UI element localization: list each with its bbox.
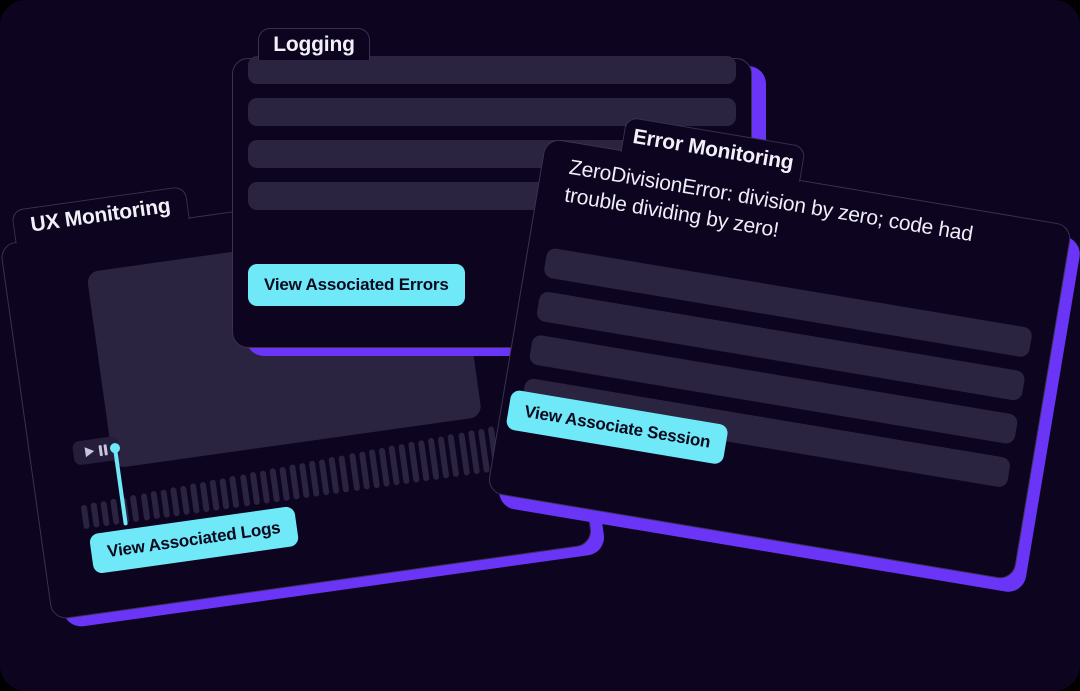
waveform-bar xyxy=(269,467,280,503)
waveform-bar xyxy=(358,451,370,490)
play-icon[interactable] xyxy=(84,446,95,458)
waveform-bar xyxy=(100,500,110,527)
logging-tab-label: Logging xyxy=(273,32,355,56)
waveform-bar xyxy=(318,458,330,496)
waveform-bar xyxy=(169,486,180,517)
waveform-bar xyxy=(338,455,350,493)
waveform-bar xyxy=(259,470,270,504)
waveform-bar xyxy=(239,474,250,507)
waveform-bar xyxy=(130,494,140,523)
waveform-bar xyxy=(408,441,420,483)
waveform-bar xyxy=(388,445,400,486)
waveform-bar xyxy=(160,489,170,518)
waveform-bar xyxy=(209,479,220,511)
waveform-bar xyxy=(219,477,230,510)
waveform-bar xyxy=(447,433,460,478)
waveform-bar xyxy=(249,471,260,506)
waveform-bar xyxy=(348,452,360,492)
waveform-bar xyxy=(418,439,430,482)
waveform-bar xyxy=(328,456,340,495)
waveform-bar xyxy=(90,502,100,528)
pause-icon[interactable] xyxy=(98,443,109,456)
logging-tab[interactable]: Logging xyxy=(258,28,370,60)
waveform-bar xyxy=(199,481,210,513)
waveform-bar xyxy=(457,432,470,476)
waveform-bar xyxy=(179,485,190,516)
view-associated-errors-button[interactable]: View Associated Errors xyxy=(248,264,465,306)
waveform-bar xyxy=(289,464,300,500)
waveform-bar xyxy=(150,490,160,520)
logging-skeleton-row xyxy=(248,56,736,84)
waveform-bar xyxy=(368,448,380,489)
waveform-bar xyxy=(398,443,410,485)
waveform-bar xyxy=(279,466,290,502)
waveform-bar xyxy=(189,483,200,514)
waveform-bar xyxy=(229,475,240,509)
waveform-bar xyxy=(110,498,120,525)
waveform-bar xyxy=(140,493,150,521)
waveform-bar xyxy=(378,447,390,488)
waveform-bar xyxy=(299,462,310,499)
waveform-bar xyxy=(308,460,320,497)
